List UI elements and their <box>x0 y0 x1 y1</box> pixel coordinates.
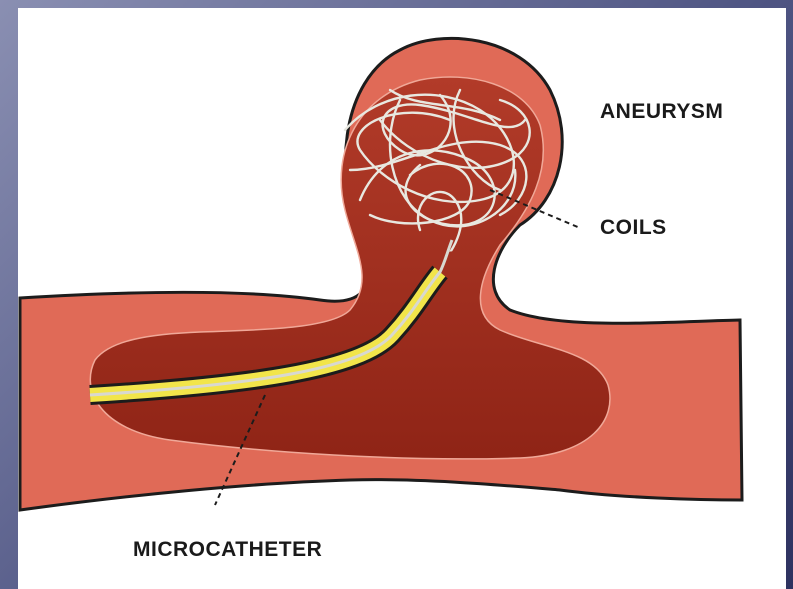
aneurysm-label: ANEURYSM <box>600 100 723 124</box>
coils-label: COILS <box>600 216 667 240</box>
microcatheter-label: MICROCATHETER <box>133 538 322 562</box>
